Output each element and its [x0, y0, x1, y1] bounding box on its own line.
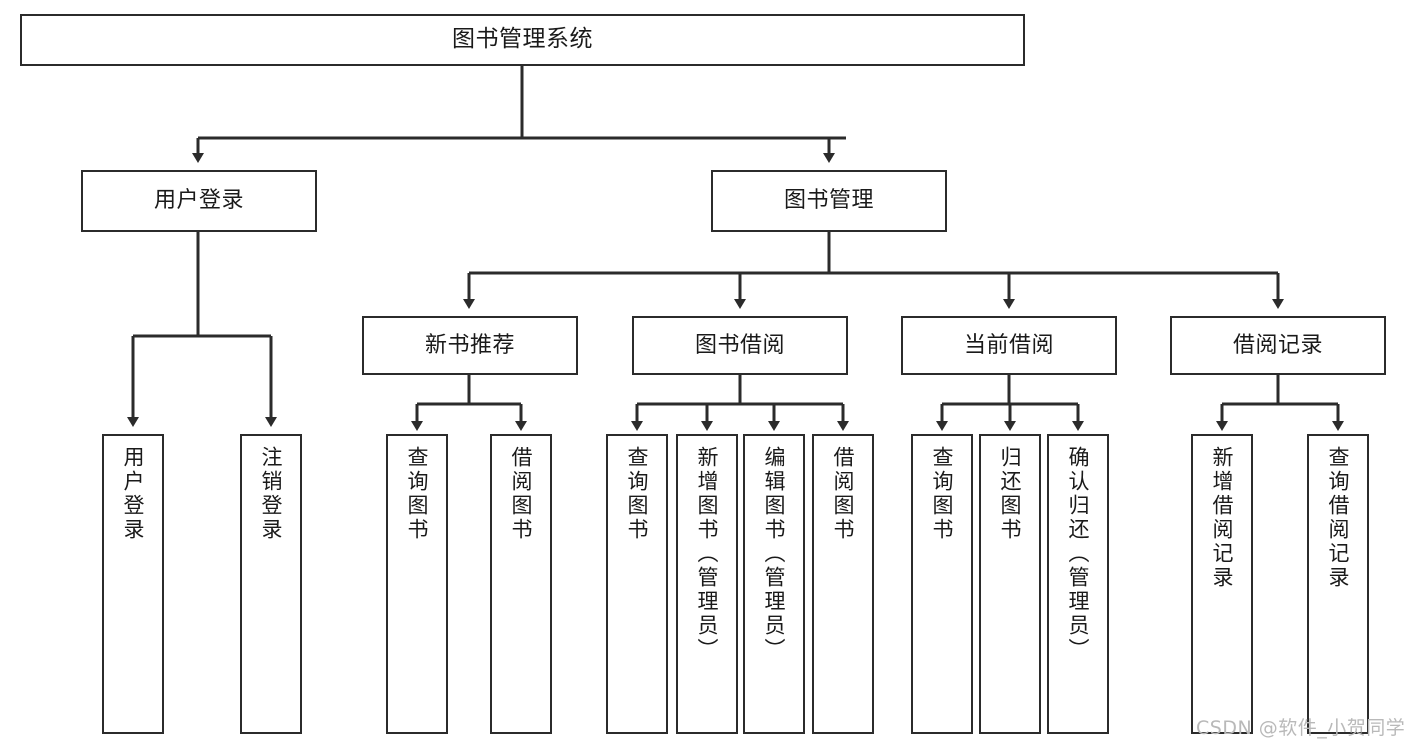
node-leaf-query-book-2-label: 查询图书	[625, 446, 650, 542]
node-new-book-recommend-label: 新书推荐	[424, 332, 515, 358]
node-leaf-borrow-book-1-label: 借阅图书	[509, 446, 534, 542]
node-leaf-add-book[interactable]: 新增图书（管理员）	[676, 434, 738, 734]
node-leaf-return-book-label: 归还图书	[998, 446, 1023, 542]
node-new-book-recommend[interactable]: 新书推荐	[362, 316, 578, 375]
node-leaf-add-book-label: 新增图书（管理员）	[695, 446, 720, 662]
node-book-management[interactable]: 图书管理	[711, 170, 947, 232]
node-root-label: 图书管理系统	[452, 26, 593, 53]
node-borrow-record-label: 借阅记录	[1232, 332, 1323, 358]
node-leaf-confirm-return[interactable]: 确认归还（管理员）	[1047, 434, 1109, 734]
node-leaf-add-record-label: 新增借阅记录	[1210, 446, 1235, 590]
node-leaf-query-record-label: 查询借阅记录	[1326, 446, 1351, 590]
csdn-watermark: CSDN @软件_小贺同学	[1196, 717, 1405, 739]
node-book-borrow[interactable]: 图书借阅	[632, 316, 848, 375]
node-leaf-logout-label: 注销登录	[259, 446, 284, 542]
node-leaf-query-book-3-label: 查询图书	[930, 446, 955, 542]
node-user-login-label: 用户登录	[153, 188, 244, 214]
node-root[interactable]: 图书管理系统	[20, 14, 1025, 66]
node-current-borrow-label: 当前借阅	[963, 332, 1054, 358]
node-leaf-add-record[interactable]: 新增借阅记录	[1191, 434, 1253, 734]
node-leaf-user-login-label: 用户登录	[121, 446, 146, 542]
node-current-borrow[interactable]: 当前借阅	[901, 316, 1117, 375]
node-leaf-borrow-book-1[interactable]: 借阅图书	[490, 434, 552, 734]
node-leaf-query-book-1[interactable]: 查询图书	[386, 434, 448, 734]
node-leaf-logout[interactable]: 注销登录	[240, 434, 302, 734]
node-leaf-return-book[interactable]: 归还图书	[979, 434, 1041, 734]
node-leaf-user-login[interactable]: 用户登录	[102, 434, 164, 734]
node-leaf-edit-book-label: 编辑图书（管理员）	[762, 446, 787, 662]
node-leaf-borrow-book-2-label: 借阅图书	[831, 446, 856, 542]
node-book-management-label: 图书管理	[783, 188, 874, 214]
node-borrow-record[interactable]: 借阅记录	[1170, 316, 1386, 375]
node-leaf-query-book-3[interactable]: 查询图书	[911, 434, 973, 734]
node-book-borrow-label: 图书借阅	[694, 332, 785, 358]
node-leaf-edit-book[interactable]: 编辑图书（管理员）	[743, 434, 805, 734]
node-leaf-query-record[interactable]: 查询借阅记录	[1307, 434, 1369, 734]
node-leaf-borrow-book-2[interactable]: 借阅图书	[812, 434, 874, 734]
node-leaf-query-book-1-label: 查询图书	[405, 446, 430, 542]
node-user-login[interactable]: 用户登录	[81, 170, 317, 232]
node-leaf-confirm-return-label: 确认归还（管理员）	[1066, 446, 1091, 662]
node-leaf-query-book-2[interactable]: 查询图书	[606, 434, 668, 734]
